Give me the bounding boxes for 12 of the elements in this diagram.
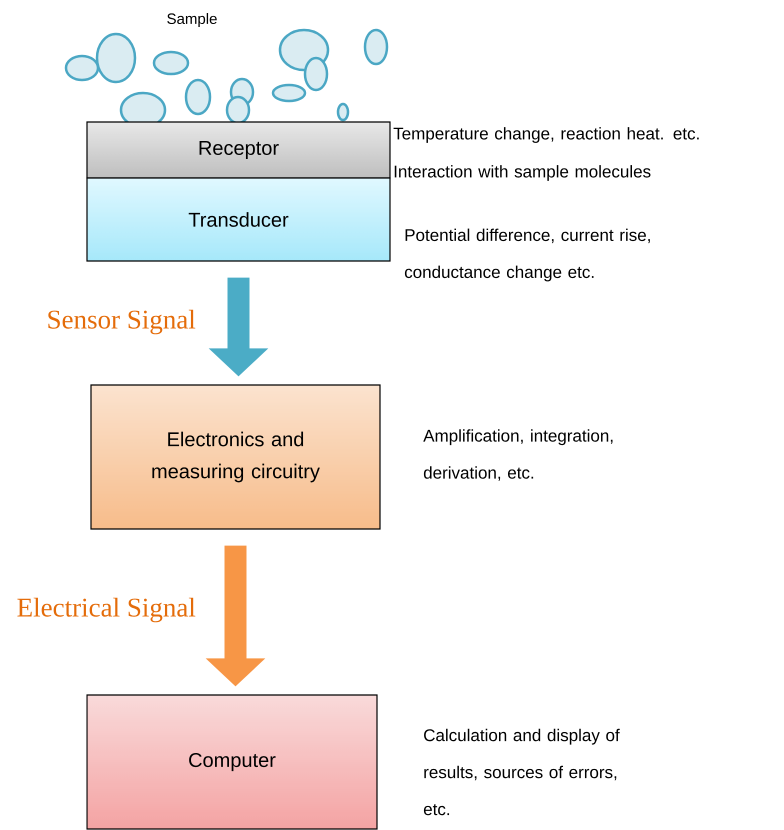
edge-label: Electrical Signal xyxy=(17,598,196,622)
description-text: Calculation and display of results, sources of errors, etc. xyxy=(424,728,620,816)
description-text: Potential difference, current rise, conductance change etc. xyxy=(404,228,650,282)
description-text: Interaction with sample molecules xyxy=(394,165,650,181)
process-box: Receptor xyxy=(86,121,391,179)
process-box: Computer xyxy=(86,694,378,830)
sample-label: Sample xyxy=(167,13,217,27)
process-box: Transducer xyxy=(86,177,391,262)
description-text: Amplification, integration, derivation, etc. xyxy=(423,429,612,481)
description-text: Temperature change, reaction heat. etc. xyxy=(394,127,699,143)
process-box: Electronics and measuring circuitry xyxy=(90,384,381,530)
edge-label: Sensor Signal xyxy=(48,310,196,334)
